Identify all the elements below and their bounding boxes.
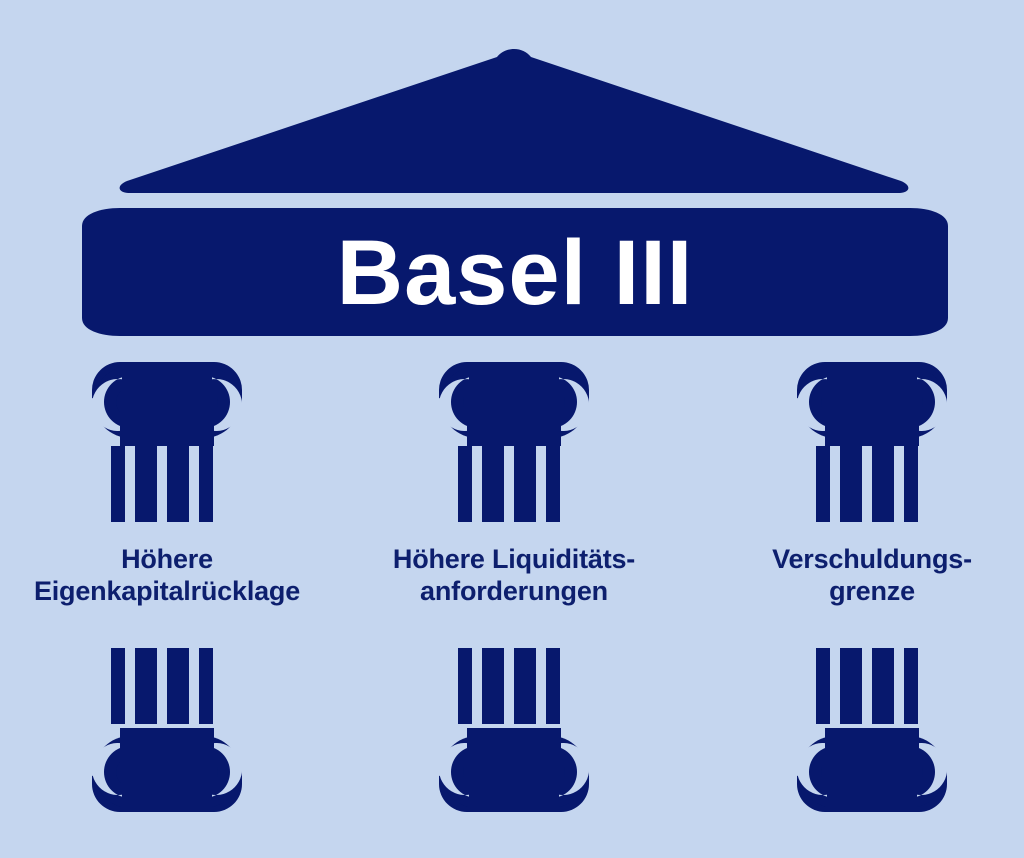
page-title: Basel III	[336, 221, 694, 324]
pillar-label-3: Verschuldungs- grenze	[772, 544, 972, 606]
pillar-label-2: Höhere Liquiditäts- anforderungen	[392, 544, 636, 606]
pediment-roof	[119, 49, 909, 193]
pillar-label-1: Höhere Eigenkapitalrücklage	[33, 544, 301, 606]
entablature-banner	[82, 208, 948, 336]
